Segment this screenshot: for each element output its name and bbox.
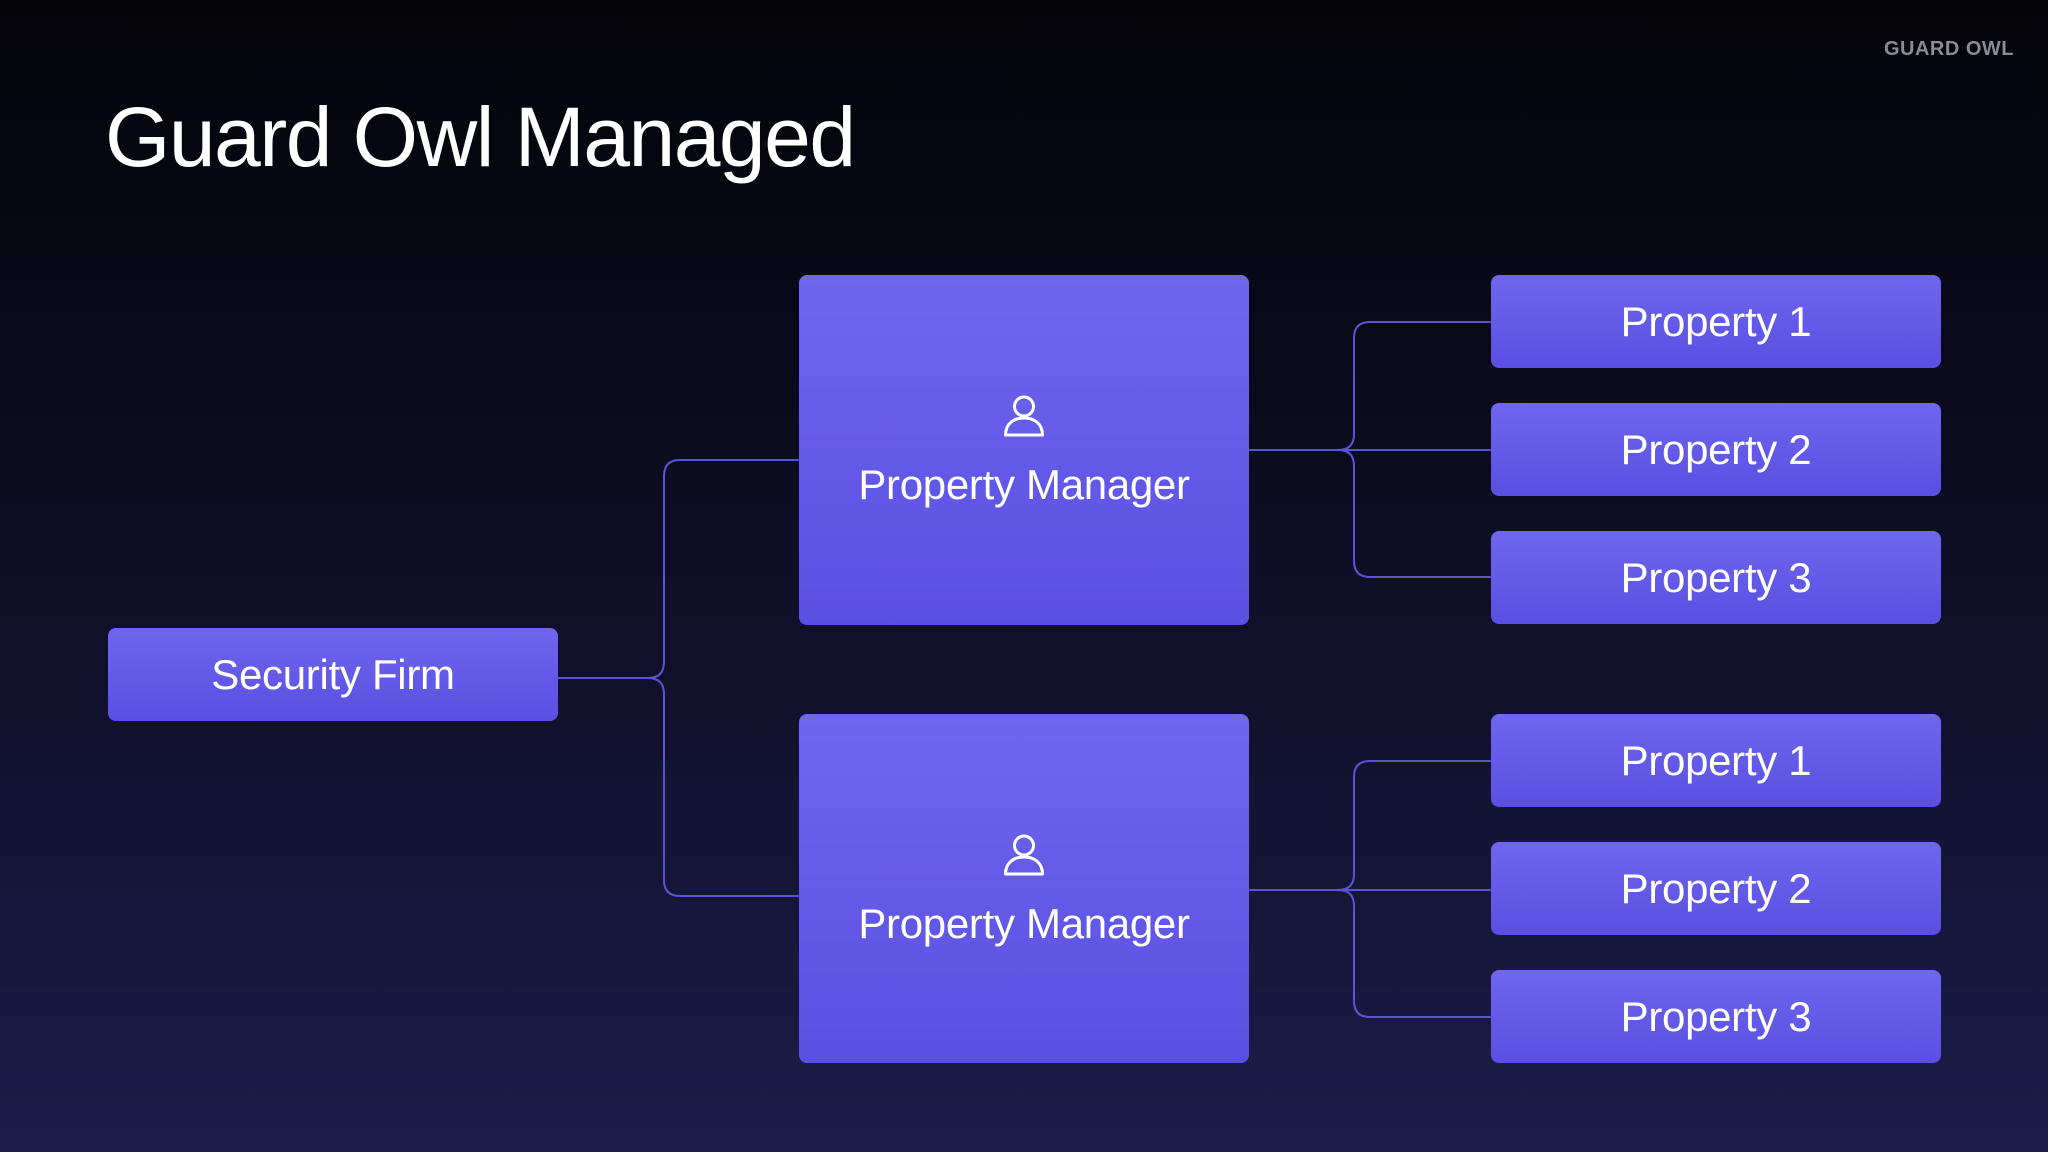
- property-label: Property 1: [1620, 297, 1812, 345]
- property-label: Property 3: [1620, 553, 1812, 601]
- property-node-m2-p2: Property 2: [1491, 842, 1941, 935]
- connector-manager-2-to-property-3: [1337, 889, 1491, 1018]
- property-manager-label: Property Manager: [858, 899, 1190, 947]
- security-firm-label: Security Firm: [211, 650, 455, 698]
- property-manager-label: Property Manager: [858, 461, 1190, 508]
- connector-firm-to-manager-1: [556, 459, 799, 679]
- property-manager-node-1: Property Manager: [799, 275, 1249, 625]
- connector-manager-1-to-property-1: [1249, 321, 1491, 451]
- page-title: Guard Owl Managed: [105, 90, 856, 184]
- user-icon: [1004, 395, 1044, 437]
- property-node-m2-p3: Property 3: [1491, 970, 1941, 1063]
- property-manager-node-2: Property Manager: [799, 714, 1249, 1063]
- user-icon: [1004, 834, 1044, 875]
- property-label: Property 3: [1620, 992, 1812, 1040]
- property-node-m1-p3: Property 3: [1491, 531, 1941, 624]
- property-label: Property 2: [1620, 864, 1812, 912]
- connector-manager-1-to-property-3: [1337, 449, 1491, 578]
- property-node-m1-p1: Property 1: [1491, 275, 1941, 368]
- connector-firm-to-manager-2: [647, 677, 799, 897]
- brand-wordmark: GUARD OWL: [1883, 38, 2014, 60]
- property-label: Property 1: [1620, 736, 1812, 784]
- security-firm-node: Security Firm: [108, 628, 558, 721]
- property-node-m1-p2: Property 2: [1491, 403, 1941, 496]
- property-label: Property 2: [1620, 425, 1812, 473]
- property-node-m2-p1: Property 1: [1491, 714, 1941, 807]
- connector-manager-2-to-property-1: [1249, 760, 1491, 891]
